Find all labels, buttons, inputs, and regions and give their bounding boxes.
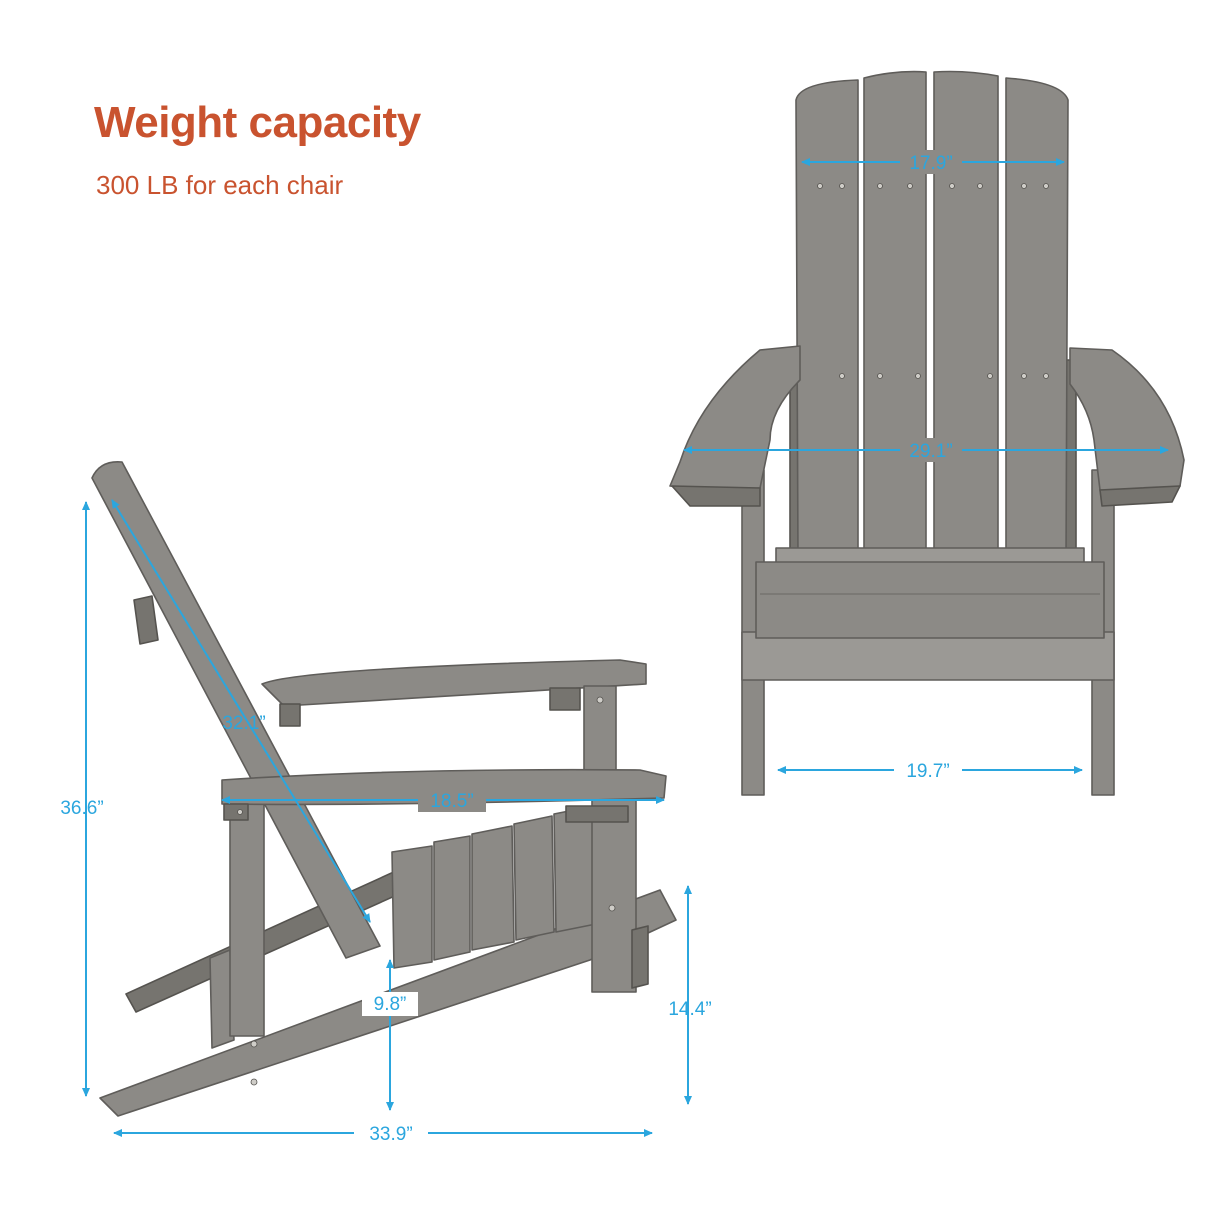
front-chair-back-slat-3 <box>933 70 999 561</box>
label-back-length: 32.1” <box>222 713 265 734</box>
label-seat-front-width: 19.7” <box>906 761 949 782</box>
dimension-label-masks <box>354 150 962 1145</box>
front-chair-armrest-left-edge <box>671 485 761 507</box>
label-total-depth: 33.9” <box>369 1124 412 1145</box>
front-chair-seat-front <box>755 561 1105 639</box>
side-chair-seat-slat-3 <box>471 825 515 951</box>
front-chair-back-slat-4 <box>1005 77 1069 561</box>
label-seat-height: 14.4” <box>668 999 711 1020</box>
side-chair-seat-slat-1 <box>391 845 433 969</box>
weight-capacity-subtitle: 300 LB for each chair <box>96 170 344 200</box>
label-front-clearance: 9.8” <box>374 994 407 1015</box>
side-view-chair <box>91 461 677 1117</box>
label-total-height: 36.6” <box>60 798 103 819</box>
side-chair-back-cleat <box>133 595 159 645</box>
label-arm-length: 18.5” <box>430 791 473 812</box>
front-chair-back-slat-1 <box>795 79 859 561</box>
weight-capacity-title: Weight capacity <box>94 98 421 147</box>
side-chair-armrest-front-block <box>565 805 629 823</box>
side-chair-seat-slat-5 <box>553 805 597 933</box>
label-arm-span: 29.1” <box>909 441 952 462</box>
front-chair-back-bolts <box>817 183 1049 379</box>
side-chair-leg-brace <box>631 925 649 989</box>
side-chair-front-leg-front <box>591 799 637 993</box>
label-back-width: 17.9” <box>909 153 952 174</box>
side-chair-armrest-back-block <box>549 687 581 711</box>
front-view-chair <box>669 70 1185 796</box>
side-chair-seat-slat-2 <box>433 835 471 961</box>
side-chair-armrest-back-cleat <box>279 703 301 727</box>
side-chair-rear-leg <box>209 949 235 1049</box>
dim-line-back-length <box>111 499 371 923</box>
front-chair-armrest-left <box>669 345 801 491</box>
side-chair-front-leg-back <box>229 795 265 1037</box>
front-chair-back-slat-2 <box>863 70 927 561</box>
side-chair-seat-slat-4 <box>513 815 555 941</box>
side-chair-rear-runner <box>125 859 427 1013</box>
front-chair-armrest-right-edge <box>1099 485 1181 507</box>
dimension-labels: 17.9” 29.1” 19.7” 32.1” 18.5” 36.6” 14.4… <box>60 153 952 1145</box>
side-chair-armrest-front-cleat <box>223 803 249 821</box>
front-chair-armrest-right <box>1069 347 1185 493</box>
front-chair-front-apron <box>741 631 1115 681</box>
